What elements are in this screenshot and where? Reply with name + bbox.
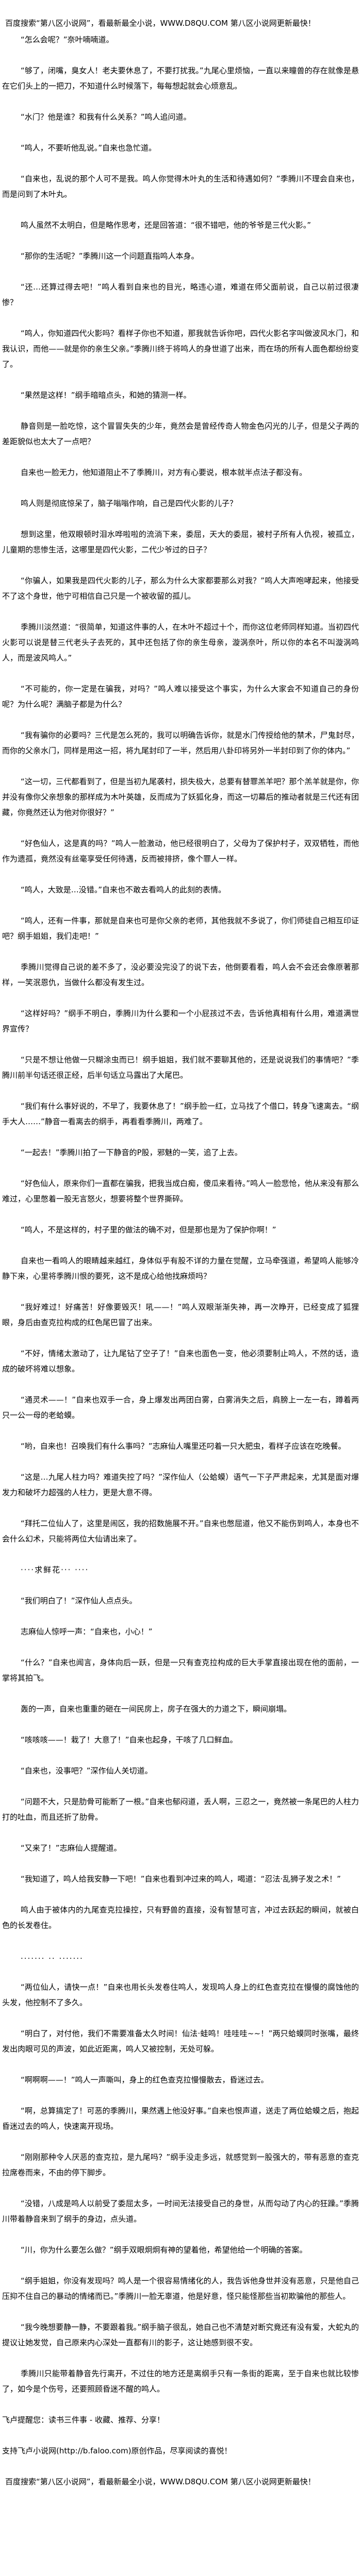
story-paragraph: “这样好吗？”纲手不明白，季腾川为什么要和一个小屁孩过不去，告诉他真相有什么用，… — [2, 1009, 359, 1033]
story-paragraph: “好色仙人，这是真的吗？”鸣人一脸激动，他已经很明白了，父母为了保护村子，双双牺… — [2, 839, 359, 863]
story-paragraph: “我们有什么事好说的，不早了，我要休息了！”纲手脸一红，立马找了个借口，转身飞速… — [2, 1101, 359, 1126]
story-paragraph: “鸣人，还有一件事，那就是自来也可是你父亲的老师，其他我就不多说了，你们师徒自己… — [2, 916, 359, 941]
story-paragraph: “够了，闭嘴，臭女人！老夫要休息了，不要打扰我。”九尾心里烦恼，一直以来瞳兽的存… — [2, 66, 359, 91]
story-paragraph: 轰的一声，自来也重重的砸在一间民房上，房子在强大的力道之下，瞬间崩塌。 — [21, 1704, 292, 1714]
story-paragraph: “通灵术——！”自来也双手一合，身上爆发出两团白雾，白雾消失之后，肩膀上一左一右… — [2, 1395, 359, 1420]
story-paragraph: “鸣人，不要听他乱说。”自来也急忙道。 — [21, 143, 157, 152]
story-paragraph: “我有骗你的必要吗？三代是怎么死的，我可以明确告诉你，就是水门传授给他的禁术，尸… — [2, 731, 359, 755]
story-paragraph: “两位仙人，请快一点！”自来也用长头发卷住鸣人，发现鸣人身上的红色查克拉在慢慢的… — [2, 1982, 359, 2007]
story-paragraph: “刚刚那种令人厌恶的查克拉，是九尾吗？”纲手没走多远，就感觉到一股强大的，带有恶… — [2, 2153, 359, 2177]
site-banner-bottom: 百度搜索“第八区小说网”，看最新最全小说，WWW.D8QU.COM 第八区小说网… — [5, 2477, 316, 2486]
story-paragraph: “还…还算过得去吧！”鸣人看到自来也的目光，略违心道，难道在师父面前说，自己以前… — [2, 282, 359, 307]
story-paragraph: “哟，自来也！召唤我们有什么事吗？”志麻仙人嘴里还叼着一只大肥虫，看样子应该在吃… — [21, 1442, 346, 1451]
story-paragraph: 季腾川觉得自己说的差不多了，没必要没完没了的说下去，他倒要看看，鸣人会不会还会像… — [2, 962, 359, 987]
story-paragraph: “我今晚想要静一静，不要跟着我。”纲手脑子很乱，她自己也不清楚对断究竟还有没有爱… — [2, 2323, 359, 2347]
story-paragraph: 鸣人由于被体内的九尾查克拉操控，只有野兽的直接，没有智慧可言，冲过去跃起的瞬间，… — [2, 1905, 359, 1930]
story-paragraph: “那你的生活呢？”季腾川这一个问题直指鸣人本身。 — [21, 251, 199, 261]
promo-support: 支持飞卢小说网(http://b.faloo.com)原创作品，尽享阅读的喜悦！ — [2, 2446, 232, 2455]
story-paragraph: “没错，八成是鸣人以前受了委屈太多，一时间无法接受自己的身世，从而勾动了内心的狂… — [2, 2199, 359, 2224]
story-paragraph: 自来也一看鸣人的眼睛越来越红，身体似乎有股不详的力量在觉醒，立马牵强道，希望鸣人… — [2, 1256, 359, 1281]
story-paragraph: “好色仙人，原来你们一直都在骗我，把我当成白痴，傻瓜来看待。”鸣人一脸悲怆，他从… — [2, 1179, 359, 1204]
story-paragraph: “自来也，乱说的那个人可不是我。鸣人你觉得木叶丸的生活和待遇如何？”季腾川不理会… — [2, 174, 359, 199]
story-paragraph: “我们明白了！”深作仙人点点头。 — [21, 1596, 137, 1605]
story-paragraph: 鸣人虽然不太明白，但是略作思考，还是回答道：“很不错吧，他的爷爷是三代火影。” — [21, 221, 311, 230]
site-banner-top: 百度搜索“第八区小说网”，看最新最全小说，WWW.D8QU.COM 第八区小说网… — [5, 19, 316, 28]
story-paragraph: “不可能的，你一定是在骗我，对吗？”鸣人难以接受这个事实，为什么大家会不知道自己… — [2, 684, 359, 709]
story-paragraph: “明白了，对付他，我们不需要准备太久时间！仙法·蛙鸣！哇哇哇~~！”两只蛤蟆同时… — [2, 2029, 359, 2054]
story-paragraph: “又来了！”志麻仙人提醒道。 — [21, 1843, 122, 1853]
story-paragraph: 想到这里，他双眼顿时泪水哗啦啦的流淌下来，委屈，天大的委屈，被村子所有人仇视，被… — [2, 530, 359, 554]
story-paragraph: “自来也，没事吧？”深作仙人关切道。 — [21, 1766, 153, 1775]
chapter-body: “怎么会呢？”奈叶喃喃道。 “够了，闭嘴，臭女人！老夫要休息了，不要打扰我。”九尾… — [2, 32, 359, 2397]
story-paragraph: “这一切，三代都看到了，但是当初九尾袭村，损失极大，总要有替罪羔羊吧？那个羔羊就… — [2, 777, 359, 817]
story-paragraph: 静音则是一脸吃惊，这个冒冒失失的少年，竟然会是曾经传奇人物金色闪光的儿子，但是父… — [2, 421, 359, 446]
story-paragraph: “鸣人，不是这样的，村子里的做法的确不对，但是那也是为了保护你啊！” — [21, 1225, 276, 1234]
story-paragraph: “问题不大，只是肋骨可能断了一根。”自来也郁闷道，丢人啊，三忍之一，竟然被一条尾… — [2, 1797, 359, 1822]
promo-reminder: 飞卢提醒您：读书三件事 - 收藏、推荐、分享！ — [2, 2415, 165, 2425]
story-paragraph: “鸣人，你知道四代火影吗？看样子你也不知道，那我就告诉你吧，四代火影名字叫做波风… — [2, 329, 359, 369]
story-paragraph: “你骗人，如果我是四代火影的儿子，那么为什么大家都要那么对我？”鸣人大声咆哮起来… — [2, 576, 359, 601]
story-paragraph: “水门？他是谁？和我有什么关系？”鸣人追问道。 — [21, 112, 191, 122]
story-paragraph: 季腾川淡然道：“很简单，知道这件事的人，在木叶不超过十个，而你这位老师同样知道。… — [2, 622, 359, 663]
story-paragraph: “川，你为什么要怎么做？”纲手双眼炯炯有神的望着他，希望他给一个明确的答案。 — [21, 2245, 307, 2255]
story-paragraph: “我知道了，鸣人给我安静一下吧！”自来也看到冲过来的鸣人，喝道：“忍法·乱狮子发… — [21, 1874, 341, 1884]
story-paragraph: “这是…九尾人柱力吗？难道失控了吗？”深作仙人（公蛤蟆）语气一下子严肃起来，尤其… — [2, 1472, 359, 1497]
story-paragraph: “咳咳咳——！栽了！大意了！”自来也起身，干咳了几口鲜血。 — [21, 1735, 238, 1744]
story-paragraph: “我好难过！好痛苦！好像要毁灭！吼——！”鸣人双眼渐渐失神，再一次睁开，已经变成… — [2, 1302, 359, 1327]
story-paragraph: 季腾川只能带着静音先行离开，不过住的地方还是离纲手只有一条街的距离，至于自来也就… — [2, 2369, 359, 2394]
story-paragraph: “怎么会呢？”奈叶喃喃道。 — [21, 35, 114, 44]
story-paragraph: “什么？”自来也闻言，身体向后一跃，但是一只有查克拉构成的巨大手掌直接出现在他的… — [2, 1658, 359, 1683]
story-paragraph: “啊啊啊——！”鸣人一声嘶叫，身上的红色查克拉慢慢散去，昏迷过去。 — [21, 2075, 269, 2084]
story-paragraph: 自来也一脸无力，他知道阻止不了季腾川，对方有心要说，根本就半点法子都没有。 — [21, 468, 307, 477]
story-paragraph: ····求鲜花··· ···· — [21, 1565, 89, 1574]
story-paragraph: “只是不想让他做一只糊涂虫而已！纲手姐姐，我们就不要聊其他的，还是说说我们的事情… — [2, 1055, 359, 1080]
story-paragraph: “一起去！”季腾川拍了一下静音的P股，邪魅的一笑，追了上去。 — [21, 1148, 242, 1157]
story-paragraph: “纲手姐姐，你没有发现吗？鸣人是一个很容易情绪化的人，我告诉他身世并没有恶意，只… — [2, 2276, 359, 2301]
story-paragraph: “果然是这样！”纲手暗暗点头，和她的猜测一样。 — [21, 391, 191, 400]
story-paragraph: 鸣人则是彻底惊呆了，脑子嗡嗡作响，自己是四代火影的儿子？ — [21, 499, 238, 508]
story-paragraph: “不好，情绪太激动了，让九尾钻了空子了！”自来也面色一变，他必须要制止鸣人，不然… — [2, 1349, 359, 1374]
story-paragraph: “鸣人，大致是…没错。”自来也不敢去看鸣人的此刻的表情。 — [21, 885, 226, 894]
story-paragraph: “拜托二位仙人了，这里是闹区，我的招数施展不开。”自来也憋屈道，他又不能伤到鸣人… — [2, 1519, 359, 1544]
story-paragraph: 志麻仙人惊呼一声：“自来也，小心！” — [21, 1627, 153, 1636]
story-paragraph: “啊，总算搞定了！可恶的季腾川，果然遇上他没好事。”自来也恨声道，送走了两位蛤蟆… — [2, 2106, 359, 2131]
story-paragraph: ....... .. ....... — [21, 1952, 84, 1961]
